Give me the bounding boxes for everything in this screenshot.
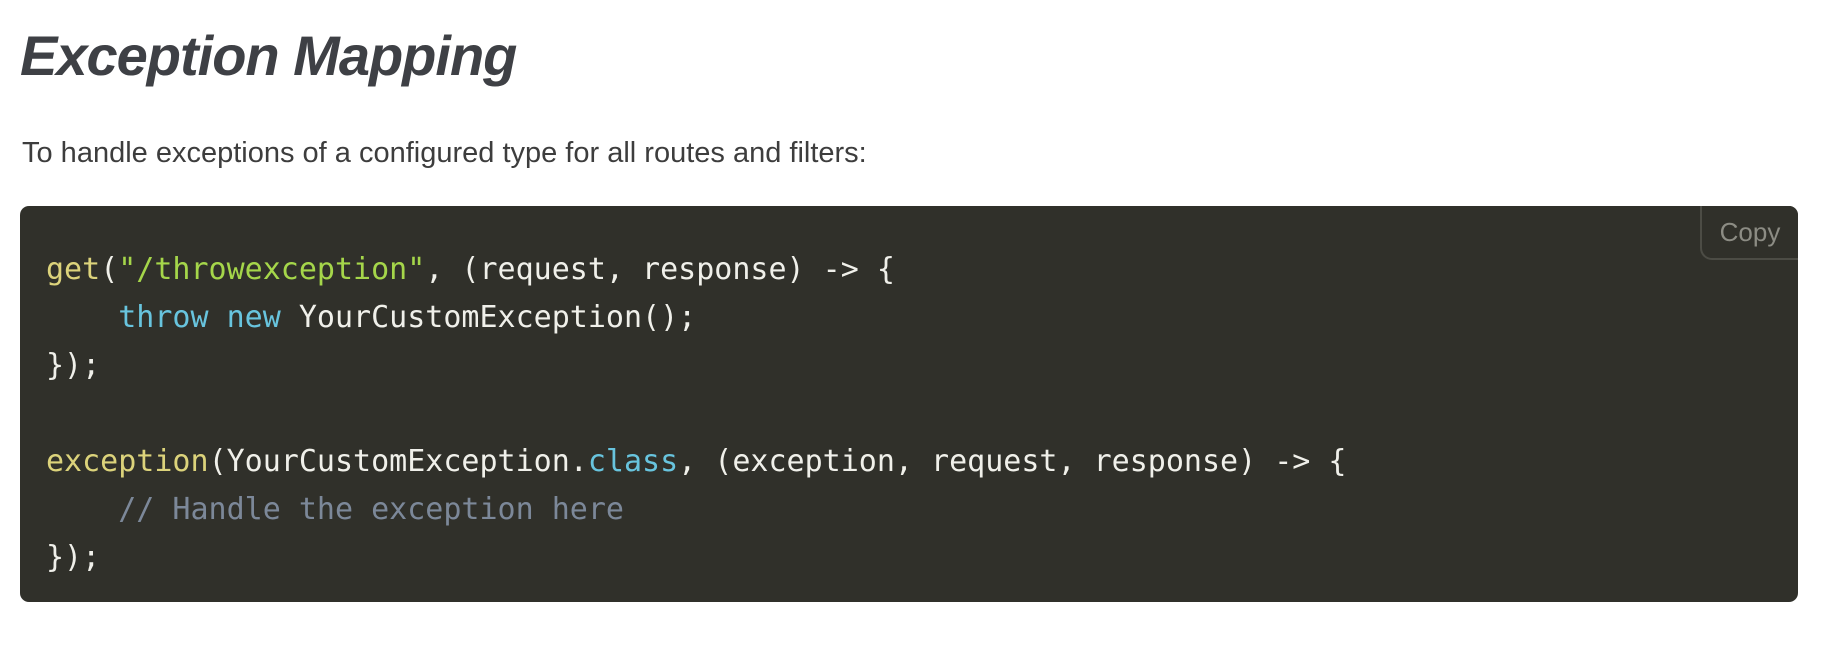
code-content: get("/throwexception", (request, respons… [46, 246, 1772, 582]
code-token-function: get [46, 252, 101, 287]
intro-paragraph: To handle exceptions of a configured typ… [22, 137, 867, 169]
code-token-comment: // Handle the exception here [118, 492, 624, 527]
page-title: Exception Mapping [20, 24, 517, 87]
code-token-plain: (YourCustomException. [208, 444, 588, 479]
code-token-plain: }); [46, 348, 101, 383]
code-token-keyword: throw new [118, 300, 281, 335]
code-token-plain: , (request, response) -> { [425, 252, 895, 287]
code-line: get("/throwexception", (request, respons… [46, 246, 1772, 294]
code-line: exception(YourCustomException.class, (ex… [46, 438, 1772, 486]
code-token-plain: YourCustomException(); [280, 300, 697, 335]
code-token-plain: , (exception, request, response) -> { [678, 444, 1347, 479]
code-line: throw new YourCustomException(); [46, 294, 1772, 342]
code-token-plain: }); [46, 540, 101, 575]
code-token-plain [46, 300, 118, 335]
code-line: // Handle the exception here [46, 486, 1772, 534]
code-token-string: "/throwexception" [118, 252, 426, 287]
code-line: }); [46, 534, 1772, 582]
code-token-plain [46, 492, 118, 527]
code-token-keyword: class [587, 444, 679, 479]
code-block: Copy get("/throwexception", (request, re… [20, 206, 1798, 602]
code-line: }); [46, 342, 1772, 390]
code-token-plain: ( [100, 252, 119, 287]
code-line [46, 390, 1772, 438]
copy-button[interactable]: Copy [1700, 206, 1798, 260]
code-token-function: exception [46, 444, 209, 479]
